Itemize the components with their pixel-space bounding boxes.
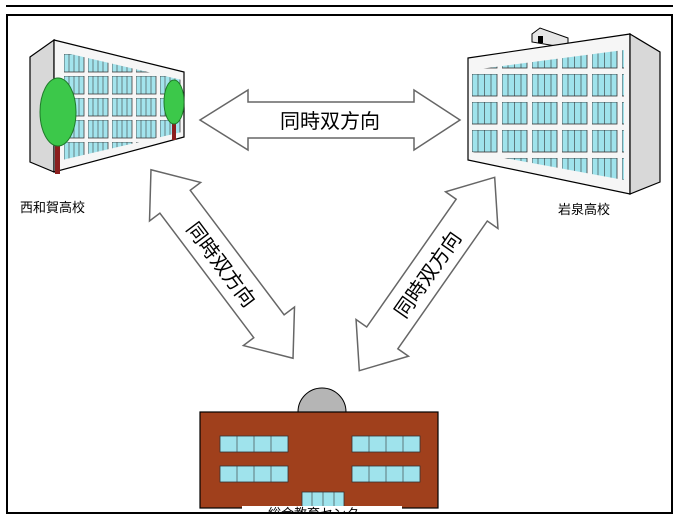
left-school-building	[29, 38, 185, 174]
center-label: 総合教育センター	[268, 506, 372, 514]
left-school-tree-small	[163, 79, 185, 140]
network-diagram: 西和賀高校 岩泉高校 同時双方向 同時双方向 同時双方向	[20, 27, 661, 514]
education-center-building	[199, 387, 439, 509]
right-bidirectional-arrow: 同時双方向	[355, 176, 499, 372]
left-school-tree-big	[39, 77, 77, 174]
top-bidirectional-arrow	[198, 88, 462, 152]
right-school-building	[467, 27, 661, 195]
school-left-label: 西和賀高校	[20, 200, 85, 216]
school-right-label: 岩泉高校	[558, 202, 610, 218]
diagram-frame: 西和賀高校 岩泉高校 同時双方向 同時双方向 同時双方向	[6, 14, 673, 514]
top-arrow-label: 同時双方向	[280, 109, 380, 133]
left-bidirectional-arrow: 同時双方向	[148, 168, 296, 360]
top-rule	[6, 5, 673, 7]
